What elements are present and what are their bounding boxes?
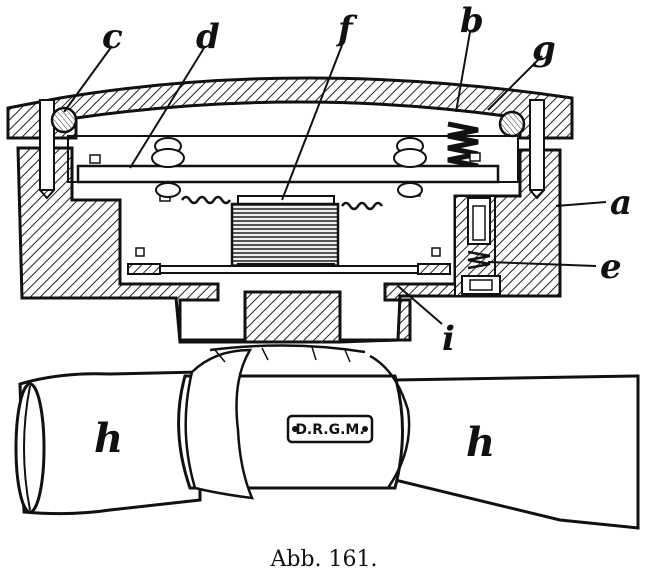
lid bbox=[6, 76, 574, 200]
label-c: c bbox=[102, 17, 123, 57]
label-e: e bbox=[600, 247, 622, 287]
terminal-left bbox=[151, 137, 185, 198]
label-d: d bbox=[196, 17, 220, 57]
label-g: g bbox=[532, 29, 556, 69]
valve bbox=[461, 197, 501, 295]
lower-plate bbox=[127, 247, 451, 275]
electromagnet-coil bbox=[230, 195, 340, 273]
label-h-left: h bbox=[94, 415, 123, 462]
label-i: i bbox=[442, 319, 455, 359]
label-h-right: h bbox=[466, 419, 495, 466]
nameplate-text: D.R.G.M. bbox=[295, 422, 364, 438]
seal-ring-left bbox=[50, 106, 78, 134]
seal-ring-right bbox=[498, 110, 526, 138]
label-f: f bbox=[336, 9, 358, 49]
wire-left bbox=[180, 195, 232, 205]
spring bbox=[447, 121, 479, 175]
wire-right bbox=[340, 201, 384, 211]
label-a: a bbox=[610, 183, 632, 223]
pipe bbox=[14, 344, 640, 530]
label-b: b bbox=[460, 1, 484, 41]
figure-caption: Abb. 161. bbox=[269, 547, 377, 572]
nameplate: D.R.G.M. bbox=[286, 414, 374, 444]
terminal-right bbox=[393, 137, 427, 198]
leader-lines bbox=[63, 31, 607, 325]
